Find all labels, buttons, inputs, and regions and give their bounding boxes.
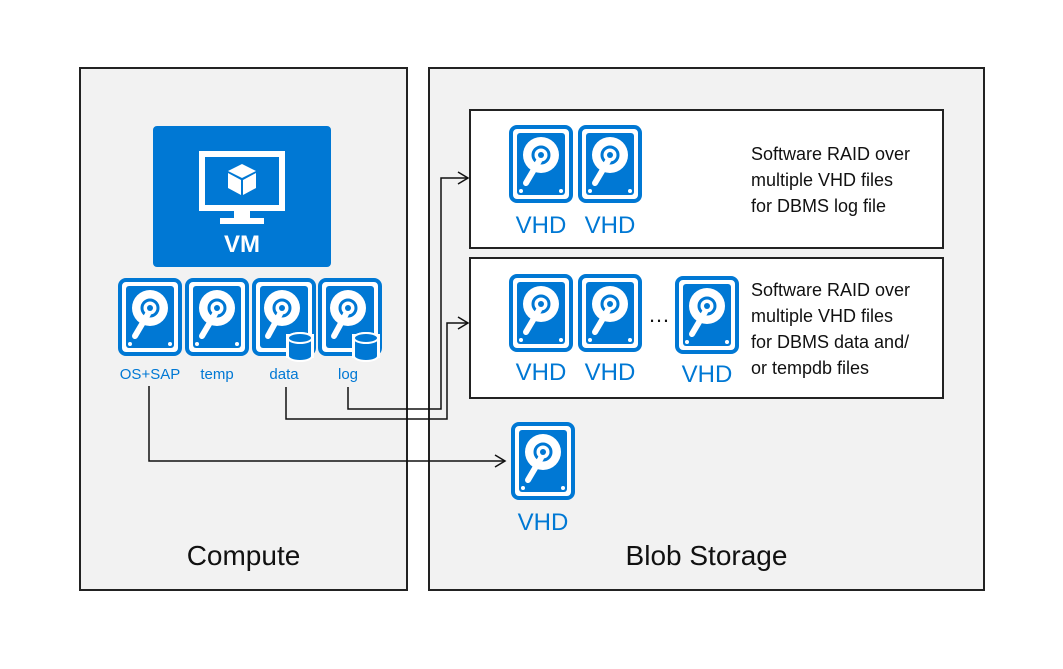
data-vhd-2-label: VHD	[584, 359, 636, 386]
data-vhd-3-icon	[675, 276, 739, 354]
log-description-line: Software RAID over	[751, 144, 911, 164]
data-label: data	[269, 366, 299, 383]
log-disk-database-icon	[318, 278, 382, 362]
log-vhd-1-icon	[509, 125, 573, 203]
log-vhd-2-label: VHD	[584, 212, 636, 239]
vm-label: VM	[224, 231, 260, 258]
os-sap-label: OS+SAP	[119, 366, 181, 383]
log-description-line: for DBMS log file	[751, 196, 887, 216]
temp-disk-icon	[185, 278, 249, 356]
log-label: log	[337, 366, 359, 383]
data-description-line: multiple VHD files	[751, 306, 894, 326]
log-vhd-2-icon	[578, 125, 642, 203]
data-description-line: Software RAID over	[751, 280, 911, 300]
log-description-line: multiple VHD files	[751, 170, 894, 190]
data-description-line: or tempdb files	[751, 358, 870, 378]
data-disk-database-icon	[252, 278, 316, 362]
vm-tile: VM	[153, 126, 331, 267]
blob-storage-title: Blob Storage	[625, 540, 788, 571]
monitor-icon	[199, 151, 285, 224]
more-disks-ellipsis: …	[648, 302, 670, 327]
os-sap-disk-icon	[118, 278, 182, 356]
temp-label: temp	[200, 366, 234, 383]
data-vhd-1-label: VHD	[515, 359, 567, 386]
data-vhd-1-icon	[509, 274, 573, 352]
data-description-line: for DBMS data and/	[751, 332, 910, 352]
data-connector	[285, 316, 470, 420]
compute-title: Compute	[186, 540, 301, 571]
log-vhd-1-label: VHD	[515, 212, 567, 239]
log-group-description: Software RAID over multiple VHD files fo…	[751, 141, 910, 219]
log-connector	[347, 171, 470, 410]
os-connector	[148, 386, 507, 468]
os-vhd-icon	[511, 422, 575, 500]
data-group-description: Software RAID over multiple VHD files fo…	[751, 277, 910, 381]
data-vhd-3-label: VHD	[681, 361, 733, 388]
data-vhd-2-icon	[578, 274, 642, 352]
os-vhd-label: VHD	[517, 509, 569, 536]
